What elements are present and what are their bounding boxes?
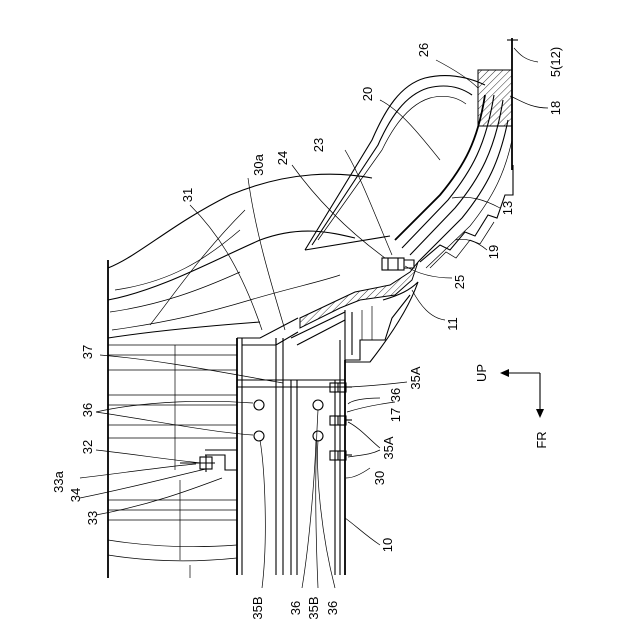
pipe-top-joint — [237, 312, 345, 345]
label-33: 33 — [85, 511, 100, 525]
label-36-bottom-2: 36 — [325, 601, 340, 615]
label-25: 25 — [452, 275, 467, 289]
label-34: 34 — [68, 488, 83, 502]
mount-18 — [478, 38, 518, 170]
label-31: 31 — [180, 188, 195, 202]
upper-cover-20 — [305, 76, 485, 250]
label-33a: 33a — [51, 470, 66, 492]
label-10: 10 — [380, 538, 395, 552]
label-fr: FR — [534, 431, 549, 448]
label-36-left: 36 — [80, 403, 95, 417]
bracket-33 — [180, 450, 237, 472]
label-13: 13 — [500, 201, 515, 215]
vertical-pipe — [237, 338, 345, 575]
label-19: 19 — [486, 245, 501, 259]
label-17: 17 — [388, 408, 403, 422]
bolts-right — [330, 383, 352, 460]
label-24: 24 — [275, 151, 290, 165]
label-30: 30 — [372, 471, 387, 485]
label-37: 37 — [80, 345, 95, 359]
label-35A-top: 35A — [408, 366, 423, 389]
label-35A-mid: 35A — [381, 436, 396, 459]
label-18: 18 — [548, 101, 563, 115]
label-5-12: 5(12) — [548, 47, 563, 77]
fr-arrowhead-icon — [536, 409, 544, 418]
left-frame — [108, 260, 237, 578]
label-35B-left: 35B — [250, 596, 265, 619]
label-up: UP — [474, 364, 489, 382]
label-30a: 30a — [251, 153, 266, 175]
flange-11 — [300, 262, 418, 362]
label-20: 20 — [360, 87, 375, 101]
label-32: 32 — [80, 440, 95, 454]
label-36-bottom-1: 36 — [288, 601, 303, 615]
label-35B-mid: 35B — [306, 596, 321, 619]
orientation-indicator — [500, 369, 544, 418]
label-36-right: 36 — [388, 388, 403, 402]
up-arrowhead-icon — [500, 369, 509, 377]
label-11: 11 — [445, 317, 460, 331]
holes-36 — [254, 400, 323, 441]
seat-shell — [108, 174, 372, 338]
label-26: 26 — [416, 43, 431, 57]
label-23: 23 — [311, 138, 326, 152]
